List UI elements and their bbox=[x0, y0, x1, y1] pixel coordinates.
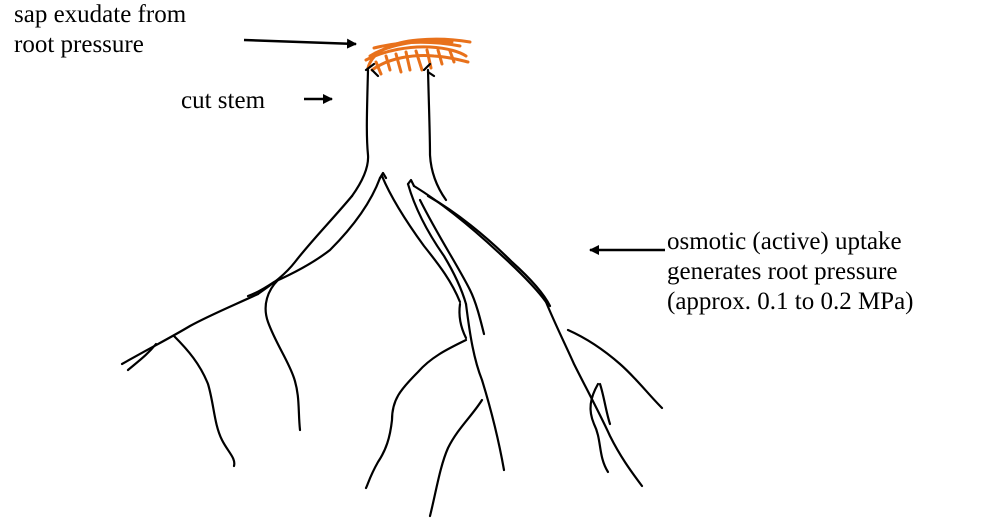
sap-exudate-scribble bbox=[366, 39, 470, 74]
sap-arrow bbox=[244, 40, 356, 44]
root-outline bbox=[122, 64, 662, 516]
